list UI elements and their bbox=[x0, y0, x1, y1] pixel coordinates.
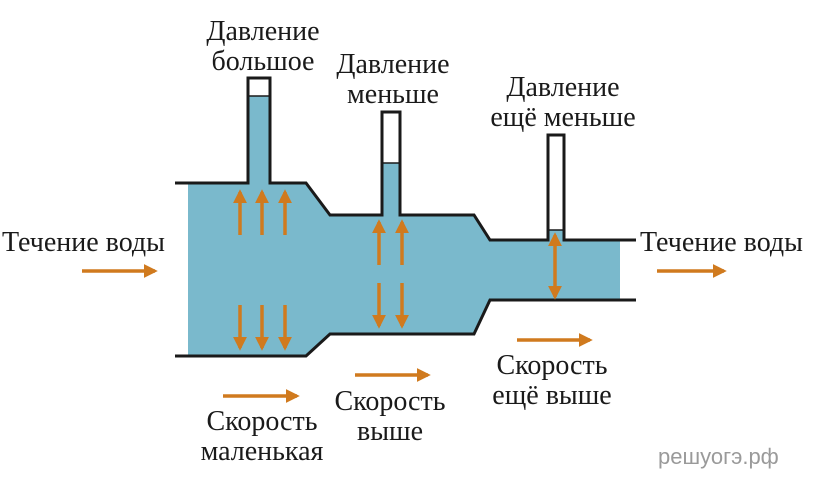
pressure-lower-label: Давление меньше bbox=[336, 49, 450, 110]
flow-out-label: Течение воды bbox=[640, 227, 803, 258]
pressure-lowest-label: Давление ещё меньше bbox=[490, 72, 636, 133]
speed-low-label: Скорость маленькая bbox=[200, 406, 324, 467]
watermark: решуогэ.рф bbox=[658, 444, 779, 469]
pressure-high-label: Давление большое bbox=[206, 16, 320, 77]
speed-highest-label: Скорость ещё выше bbox=[492, 350, 612, 411]
pipe-bottom-wall bbox=[175, 298, 636, 358]
pipe-top-wall bbox=[175, 76, 636, 242]
speed-higher-label: Скорость выше bbox=[334, 386, 446, 447]
flow-in-label: Течение воды bbox=[2, 227, 165, 258]
